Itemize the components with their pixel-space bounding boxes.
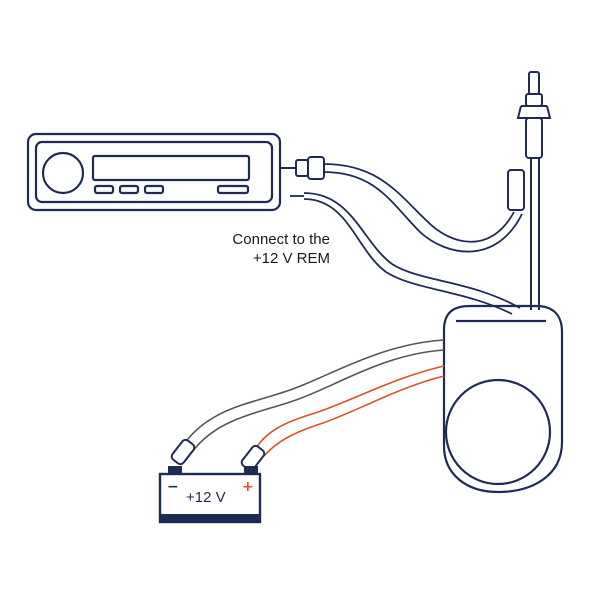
radio-button-1: [93, 184, 115, 195]
radio-button-3: [143, 184, 165, 195]
radio-display: [91, 154, 251, 182]
battery-voltage-label: +12 V: [186, 489, 226, 506]
rem-annotation-line-2: +12 V REM: [253, 250, 330, 267]
battery-icon: − + +12 V: [158, 466, 262, 524]
antenna-motor-icon: [442, 304, 564, 494]
radio-button-eject: [216, 184, 250, 195]
radio-button-2: [118, 184, 140, 195]
battery-positive-sign: +: [242, 479, 254, 495]
rem-annotation-line-1: Connect to the: [232, 231, 330, 248]
rem-wire: [290, 192, 521, 315]
ground-wire: [183, 339, 445, 453]
rca-plug-icon: [281, 156, 325, 180]
power-wire: [255, 365, 445, 457]
antenna-icon: [507, 71, 552, 310]
antenna-cable: [323, 163, 523, 253]
radio-volume-knob: [41, 151, 85, 195]
battery-negative-sign: −: [167, 479, 179, 495]
car-radio-icon: [26, 132, 282, 212]
